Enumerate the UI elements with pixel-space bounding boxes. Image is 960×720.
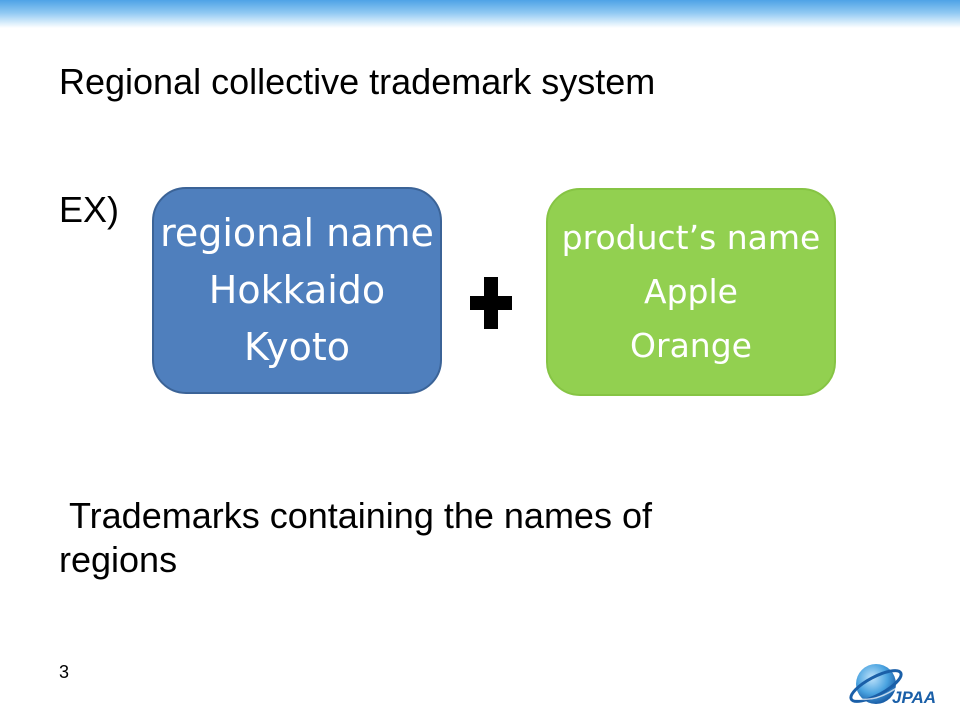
product-box-item: Orange [630,326,752,365]
body-text: Trademarks containing the names of regio… [59,495,662,580]
regional-box-item: Kyoto [243,325,351,369]
regional-box-heading: regional name [160,211,434,255]
product-box-heading: product’s name [561,218,821,257]
slide-title: Regional collective trademark system [59,61,656,102]
example-label: EX) [59,189,120,230]
product-box-item: Apple [644,272,738,311]
plus-icon [470,277,512,329]
product-name-box: product’s name Apple Orange [546,188,836,396]
page-number: 3 [59,662,70,682]
logo-text: JPAA [892,688,936,707]
regional-box-item: Hokkaido [208,268,386,312]
header-gradient-band [0,0,960,28]
jpaa-logo: JPAA [849,664,936,707]
regional-name-box: regional name Hokkaido Kyoto [152,187,442,394]
